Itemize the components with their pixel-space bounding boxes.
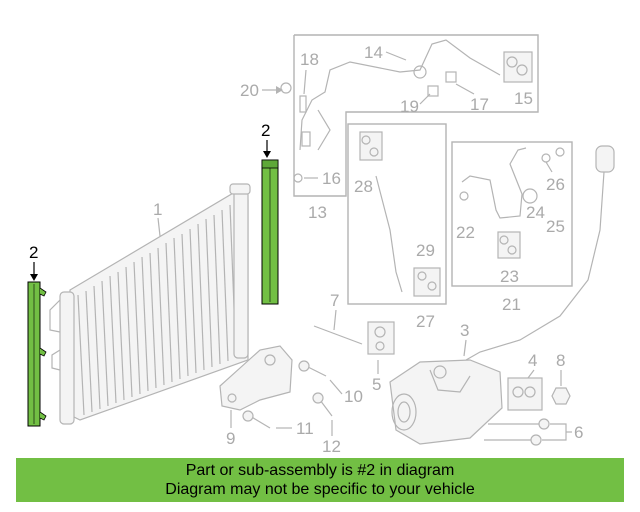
banner-line-disclaimer: Diagram may not be specific to your vehi… [165,481,475,498]
callout-11: 11 [296,419,314,438]
leader-line [455,83,475,95]
arrow-head [263,151,271,158]
leader-line [527,369,535,379]
info-banner: Part or sub-assembly is #2 in diagram Di… [16,458,624,502]
callout-2-right: 2 [261,121,270,140]
leader-line [385,51,407,61]
callout-25: 25 [546,217,565,236]
callout-18: 18 [300,50,319,69]
nut-part-8 [551,387,571,405]
callout-5: 5 [372,375,381,394]
callout-28: 28 [354,177,373,196]
leader-line [303,69,307,95]
callout-6: 6 [574,423,583,442]
side-seal-left-part-2 [27,281,47,427]
stud-part-7 [313,325,363,345]
leader-line [157,217,161,237]
compressor-part-3 [389,359,503,445]
liquid-line-box-27 [347,123,447,305]
callout-23: 23 [500,267,519,286]
condenser-part-1 [49,183,251,425]
callout-3: 3 [460,321,469,340]
line-assembly-box-13 [280,34,539,197]
callout-17: 17 [470,95,489,114]
callout-9: 9 [226,429,235,448]
side-seal-right-part-2 [261,159,279,305]
bolt-part-12 [319,399,333,417]
callout-7: 7 [330,291,339,310]
arrow-head [276,86,283,94]
callout-12: 12 [322,437,341,456]
callout-4: 4 [528,351,537,370]
callout-14: 14 [364,43,383,62]
callout-20: 20 [240,81,259,100]
callout-13: 13 [308,203,327,222]
hose-connector [595,145,615,173]
discharge-hose [465,171,605,361]
callout-1: 1 [153,200,162,219]
leader-line [545,161,553,173]
callout-8: 8 [556,351,565,370]
leader-line [329,379,343,395]
suction-line-box-21 [451,141,573,287]
bolt-part-11 [249,415,271,429]
leader-line [419,93,431,105]
callout-29: 29 [416,241,435,260]
banner-line-part-info: Part or sub-assembly is #2 in diagram [185,462,455,479]
callout-19: 19 [400,97,419,116]
callout-15: 15 [514,89,533,108]
leader-line [333,309,337,331]
callout-27: 27 [416,312,435,331]
callout-26: 26 [546,175,565,194]
callout-16: 16 [322,169,341,188]
leader-line [463,339,467,357]
callout-21: 21 [502,295,521,314]
callout-10: 10 [344,387,363,406]
callout-24: 24 [526,203,545,222]
arrow-head [30,274,38,281]
callout-22: 22 [456,223,475,242]
callout-2-left: 2 [29,243,38,262]
